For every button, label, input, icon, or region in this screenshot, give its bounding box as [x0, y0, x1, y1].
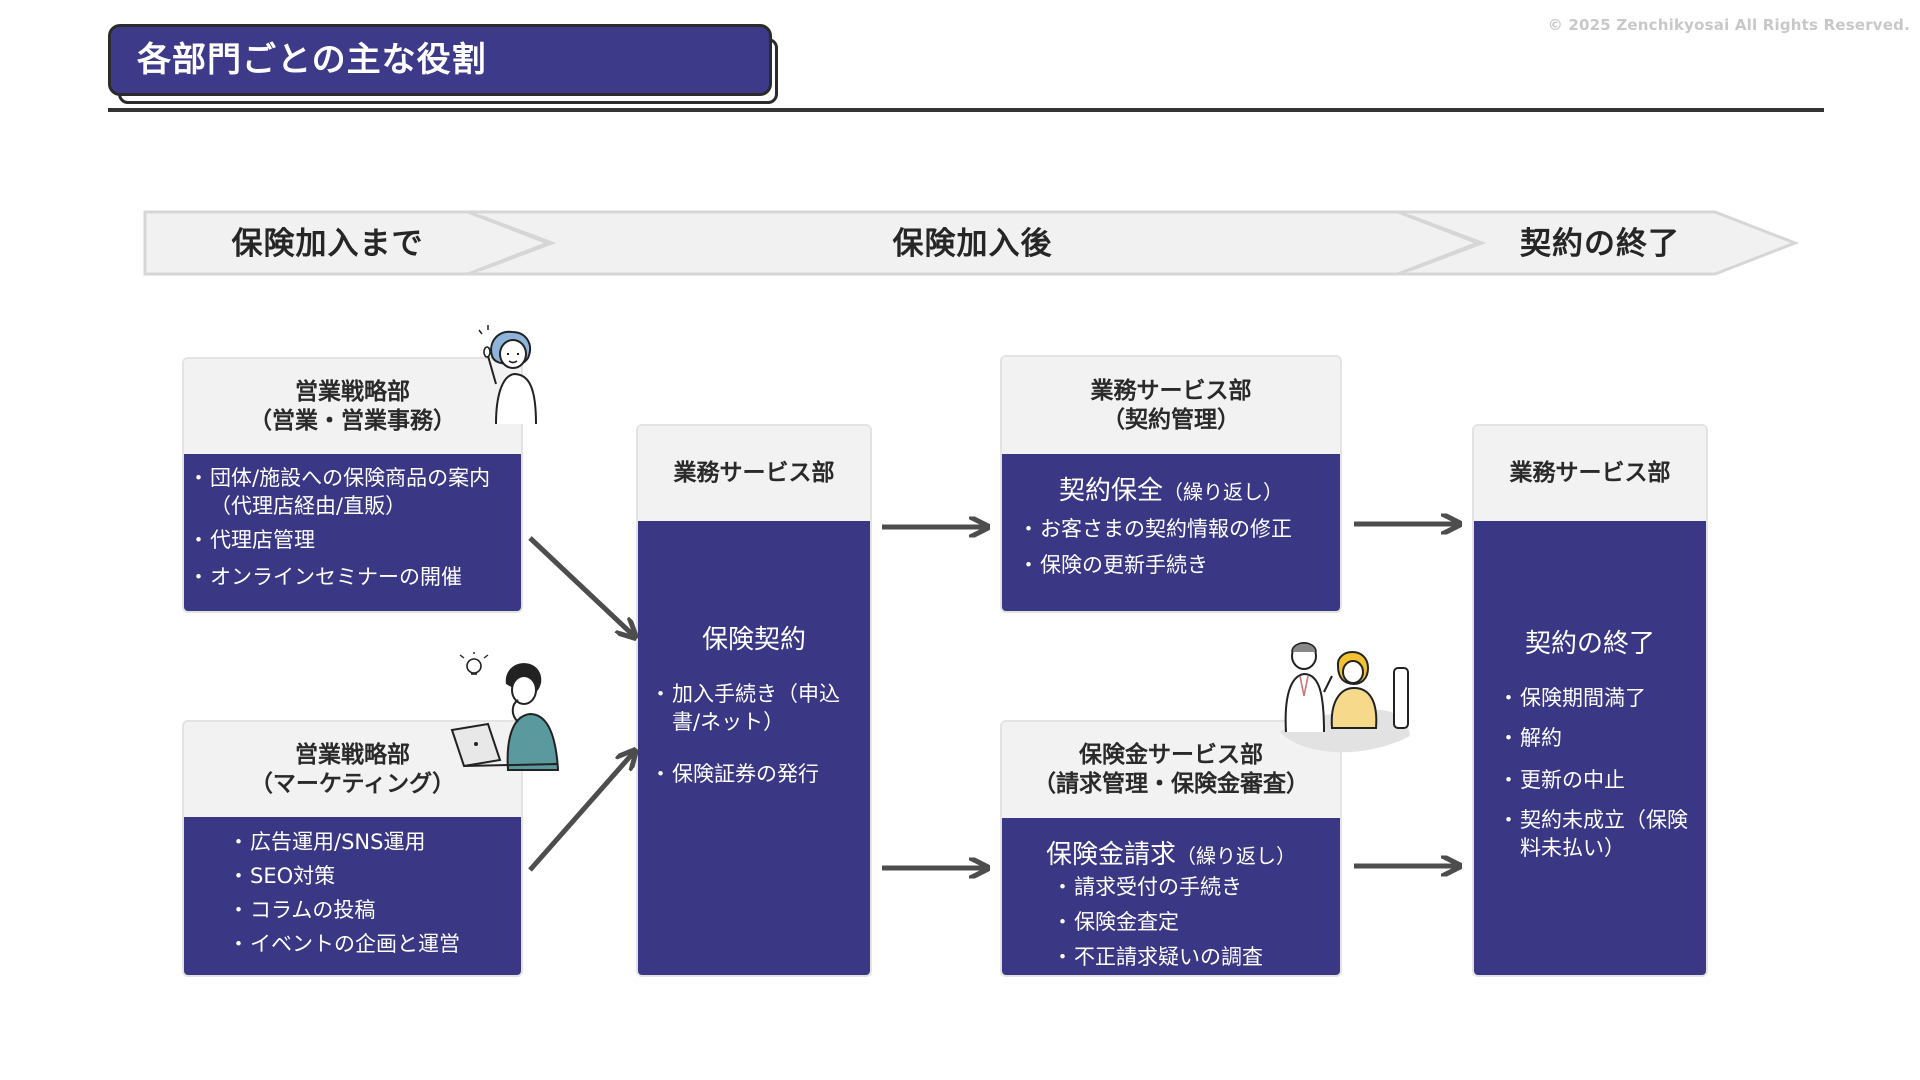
phase-label-before: 保険加入まで	[231, 226, 424, 262]
role-item: 加入手続き（申込書/ネット）	[650, 680, 864, 736]
role-title-sub: （繰り返し）	[1163, 480, 1283, 504]
person-laptop-icon	[450, 652, 560, 771]
phase-label-after: 保険加入後	[892, 226, 1053, 262]
arrow-sales-to-contract	[528, 536, 634, 636]
dept-body: 団体/施設への保険商品の案内（代理店経由/直販） 代理店管理 オンラインセミナー…	[184, 454, 521, 611]
role-item: 契約未成立（保険料未払い）	[1498, 806, 1700, 862]
role-item: 保険金査定	[1052, 908, 1334, 936]
dept-business-service-end: 業務サービス部 契約の終了 保険期間満了 解約 更新の中止 契約未成立（保険料未…	[1472, 424, 1708, 977]
dept-body: 広告運用/SNS運用 SEO対策 コラムの投稿 イベントの企画と運営	[184, 817, 521, 975]
dept-name: 営業戦略部	[295, 741, 410, 768]
dept-header: 業務サービス部 （契約管理）	[1002, 357, 1340, 454]
dept-name: 保険金サービス部	[1079, 742, 1263, 768]
role-item: 解約	[1498, 724, 1700, 752]
role-list: 保険期間満了 解約 更新の中止 契約未成立（保険料未払い）	[1474, 684, 1706, 862]
role-item: 代理店管理	[188, 526, 515, 554]
phase-chevron-inner-2	[1409, 214, 1487, 272]
dept-body: 契約の終了 保険期間満了 解約 更新の中止 契約未成立（保険料未払い）	[1474, 521, 1706, 975]
role-title: 契約の終了	[1524, 629, 1655, 659]
dept-subtitle: （契約管理）	[1102, 406, 1240, 433]
dept-name: 業務サービス部	[1509, 460, 1671, 486]
dept-body: 契約保全（繰り返し） お客さまの契約情報の修正 保険の更新手続き	[1002, 454, 1340, 611]
role-title-main: 保険金請求	[1045, 840, 1176, 870]
dept-business-service-contract: 業務サービス部 保険契約 加入手続き（申込書/ネット） 保険証券の発行	[636, 424, 872, 977]
copyright-text: © 2025 Zenchikyosai All Rights Reserved.	[1547, 16, 1910, 34]
role-item: 保険証券の発行	[650, 760, 864, 788]
dept-name: 業務サービス部	[673, 460, 835, 486]
role-title-sub: （繰り返し）	[1176, 844, 1296, 868]
dept-name: 営業戦略部	[295, 378, 410, 405]
page-title: 各部門ごとの主な役割	[108, 24, 772, 96]
role-item: SEO対策	[228, 862, 515, 890]
dept-header: 営業戦略部 （営業・営業事務）	[184, 359, 521, 454]
role-item: お客さまの契約情報の修正	[1018, 515, 1334, 543]
doctor-patient-icon	[1280, 642, 1410, 753]
dept-marketing: 営業戦略部 （マーケティング） 広告運用/SNS運用 SEO対策 コラムの投稿 …	[182, 720, 523, 977]
role-item: 保険期間満了	[1498, 684, 1700, 712]
dept-body: 保険金請求（繰り返し） 請求受付の手続き 保険金査定 不正請求疑いの調査	[1002, 818, 1340, 975]
role-list: 加入手続き（申込書/ネット） 保険証券の発行	[638, 680, 870, 788]
dept-contract-management: 業務サービス部 （契約管理） 契約保全（繰り返し） お客さまの契約情報の修正 保…	[1000, 355, 1342, 613]
dept-header: 業務サービス部	[1474, 426, 1706, 521]
dept-subtitle: （請求管理・保険金審査）	[1033, 771, 1309, 797]
dept-subtitle: （マーケティング）	[249, 770, 456, 797]
page-title-container: 各部門ごとの主な役割	[108, 24, 784, 108]
phase-chevron-inner-1	[479, 214, 557, 272]
arrow-marketing-to-contract	[528, 752, 634, 872]
phase-label-end: 契約の終了	[1520, 226, 1680, 262]
role-item: 団体/施設への保険商品の案内（代理店経由/直販）	[188, 464, 515, 520]
role-item: オンラインセミナーの開催	[188, 563, 515, 591]
dept-header: 保険金サービス部 （請求管理・保険金審査）	[1002, 722, 1340, 818]
dept-header: 業務サービス部	[638, 426, 870, 521]
dept-header: 営業戦略部 （マーケティング）	[184, 722, 521, 817]
role-list: 請求受付の手続き 保険金査定 不正請求疑いの調査	[1002, 873, 1340, 971]
dept-name: 業務サービス部	[1090, 377, 1252, 404]
role-item: 広告運用/SNS運用	[228, 828, 515, 856]
role-title-main: 契約保全	[1058, 476, 1163, 506]
role-title: 契約保全（繰り返し）	[1002, 470, 1340, 507]
role-list: 団体/施設への保険商品の案内（代理店経由/直販） 代理店管理 オンラインセミナー…	[184, 454, 521, 591]
title-divider	[108, 108, 1824, 112]
role-title: 保険金請求（繰り返し）	[1002, 834, 1340, 871]
role-list: 広告運用/SNS運用 SEO対策 コラムの投稿 イベントの企画と運営	[184, 817, 521, 958]
dept-claims-service: 保険金サービス部 （請求管理・保険金審査） 保険金請求（繰り返し） 請求受付の手…	[1000, 720, 1342, 977]
role-item: イベントの企画と運営	[228, 930, 515, 958]
role-item: 保険の更新手続き	[1018, 551, 1334, 579]
role-title: 保険契約	[701, 625, 806, 655]
role-item: 不正請求疑いの調査	[1052, 943, 1334, 971]
dept-sales-strategy: 営業戦略部 （営業・営業事務） 団体/施設への保険商品の案内（代理店経由/直販）…	[182, 357, 523, 613]
woman-pointing-icon	[478, 325, 537, 425]
role-item: 請求受付の手続き	[1052, 873, 1334, 901]
role-list: お客さまの契約情報の修正 保険の更新手続き	[1002, 515, 1340, 579]
role-item: コラムの投稿	[228, 896, 515, 924]
dept-subtitle: （営業・営業事務）	[249, 407, 456, 434]
role-item: 更新の中止	[1498, 766, 1700, 794]
dept-body: 保険契約 加入手続き（申込書/ネット） 保険証券の発行	[638, 521, 870, 975]
